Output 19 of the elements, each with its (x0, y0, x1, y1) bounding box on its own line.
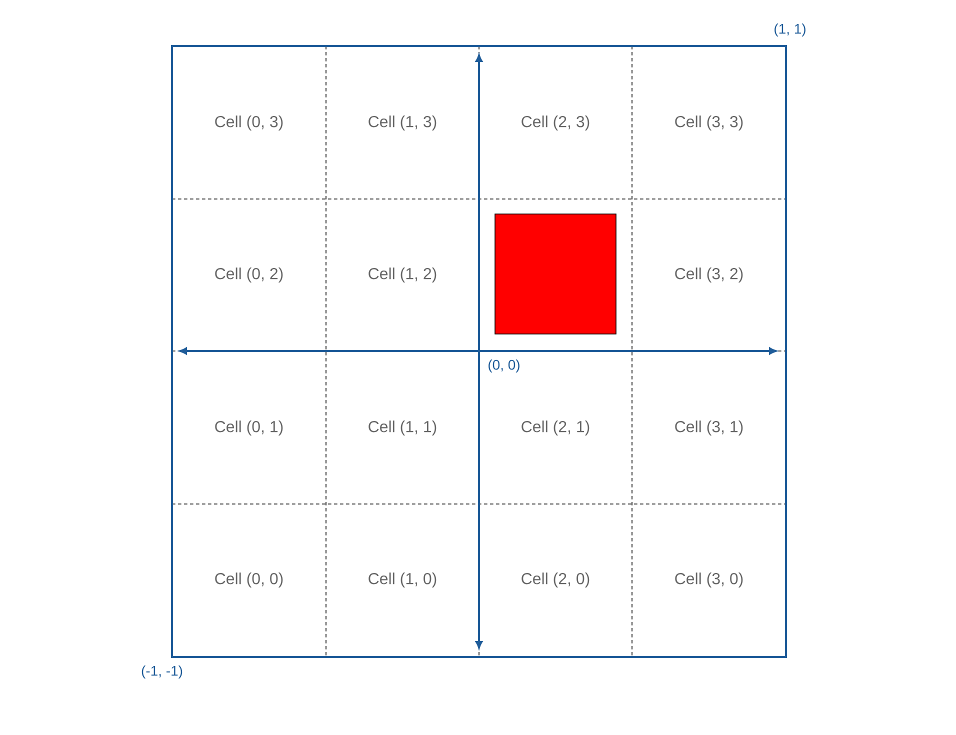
cell-label: Cell (3, 3) (675, 116, 743, 130)
cell-label: Cell (1, 2) (368, 268, 436, 282)
coordinate-label: (1, 1) (774, 23, 806, 37)
cell-label: Cell (2, 3) (522, 116, 590, 130)
filled-square (494, 214, 616, 334)
cell-label: Cell (3, 1) (675, 420, 743, 436)
coordinate-label: (0, 0) (488, 359, 520, 373)
coordinate-label: (-1, -1) (142, 666, 182, 679)
cell-label: Cell (0, 2) (215, 268, 283, 282)
cell-label: Cell (2, 0) (522, 572, 590, 588)
cell-label: Cell (2, 1) (522, 420, 590, 436)
cell-label: Cell (3, 0) (675, 572, 743, 588)
cell-label: Cell (0, 1) (215, 420, 283, 436)
cell-label: Cell (0, 0) (215, 572, 283, 588)
cell-label: Cell (1, 3) (368, 116, 436, 130)
cell-label: Cell (1, 1) (368, 420, 436, 436)
cell-label: Cell (0, 3) (215, 116, 283, 130)
cell-label: Cell (3, 2) (675, 268, 743, 282)
cell-label: Cell (1, 0) (368, 572, 436, 588)
